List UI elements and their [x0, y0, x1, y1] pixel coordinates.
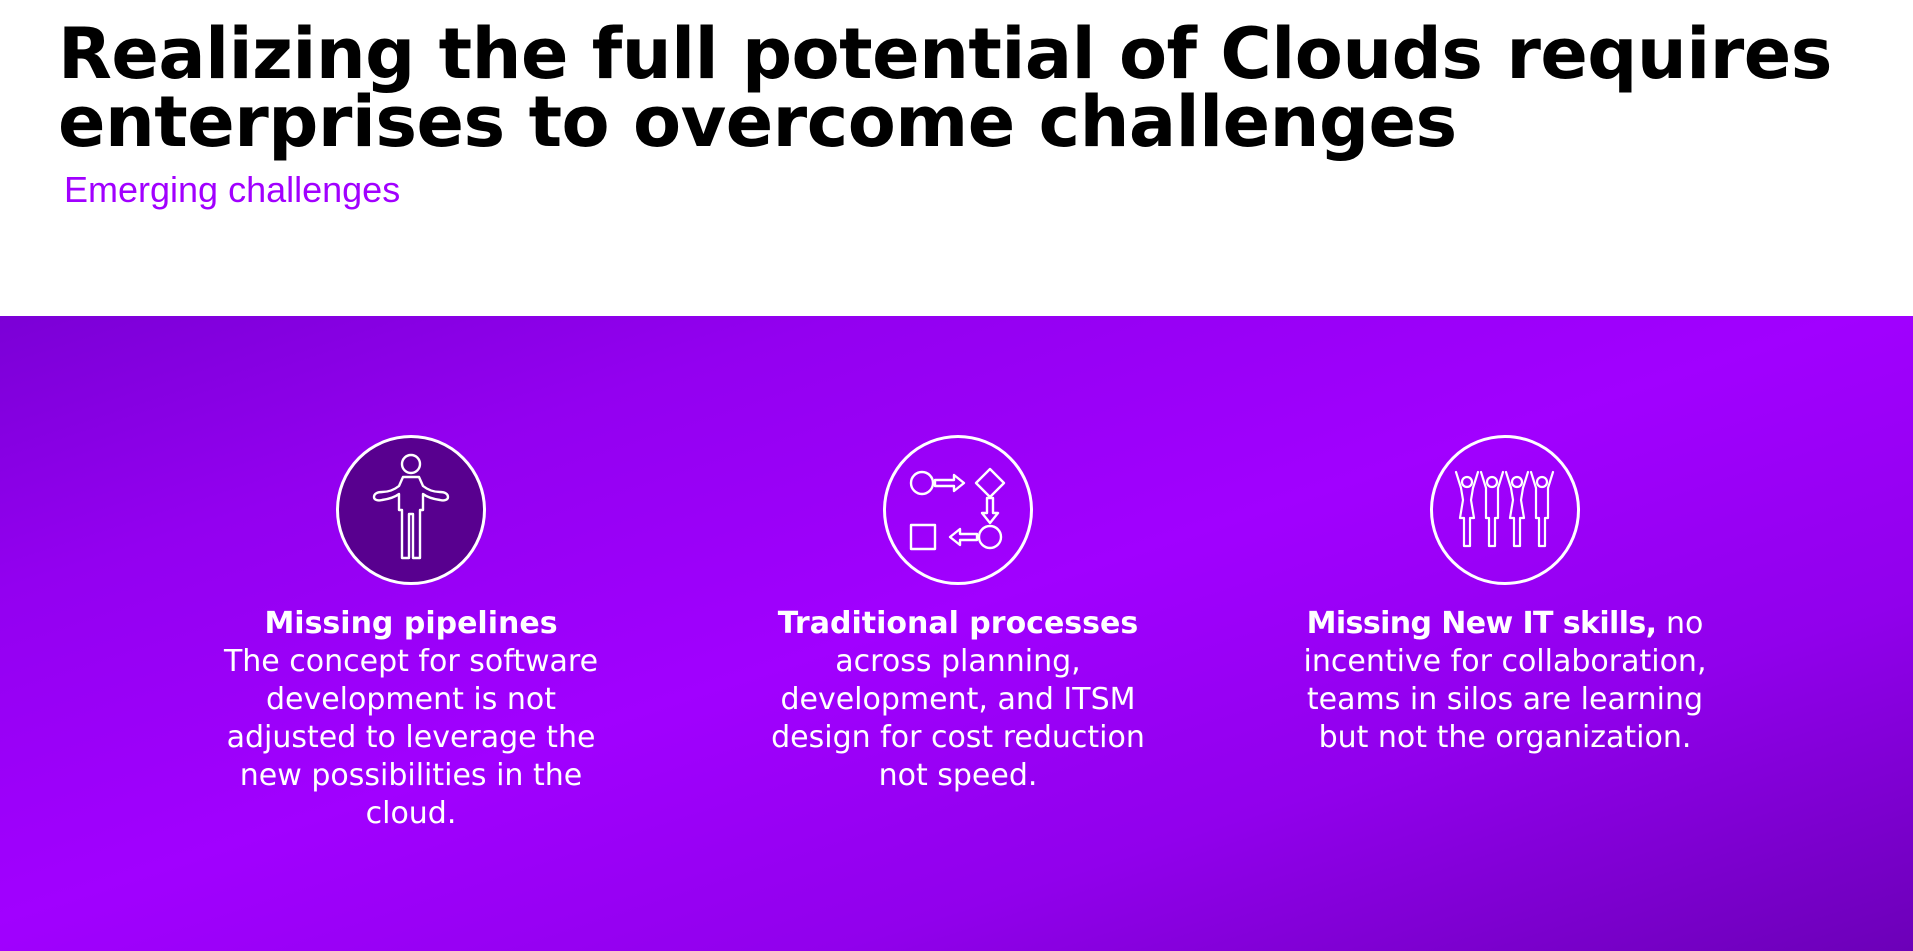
- challenge-body: across planning, development, and ITSM d…: [771, 644, 1145, 793]
- page-subtitle: Emerging challenges: [64, 169, 401, 210]
- challenge-text-pipelines: Missing pipelines The concept for softwa…: [201, 605, 621, 833]
- process-flow-icon: [883, 435, 1033, 585]
- page-title-line-1: Realizing the full potential of Clouds r…: [58, 13, 1832, 95]
- challenge-card-processes: Traditional processes across planning, d…: [748, 435, 1168, 795]
- challenge-body: no incentive for collaboration, teams in…: [1303, 606, 1707, 755]
- challenge-text-skills: Missing New IT skills, no incentive for …: [1295, 605, 1715, 757]
- person-shrugging-icon: [336, 435, 486, 585]
- challenge-card-skills: Missing New IT skills, no incentive for …: [1295, 435, 1715, 757]
- challenge-heading: Missing pipelines: [264, 606, 558, 641]
- challenge-card-pipelines: Missing pipelines The concept for softwa…: [201, 435, 621, 833]
- challenge-heading: Traditional processes: [777, 606, 1139, 641]
- challenges-band: Missing pipelines The concept for softwa…: [0, 316, 1913, 951]
- page-title: Realizing the full potential of Clouds r…: [58, 13, 1888, 163]
- challenge-body: The concept for software development is …: [223, 644, 599, 831]
- challenge-text-processes: Traditional processes across planning, d…: [748, 605, 1168, 795]
- challenge-heading: Missing New IT skills,: [1306, 606, 1657, 641]
- people-group-icon: [1430, 435, 1580, 585]
- page-title-line-2: enterprises to overcome challenges: [58, 81, 1457, 163]
